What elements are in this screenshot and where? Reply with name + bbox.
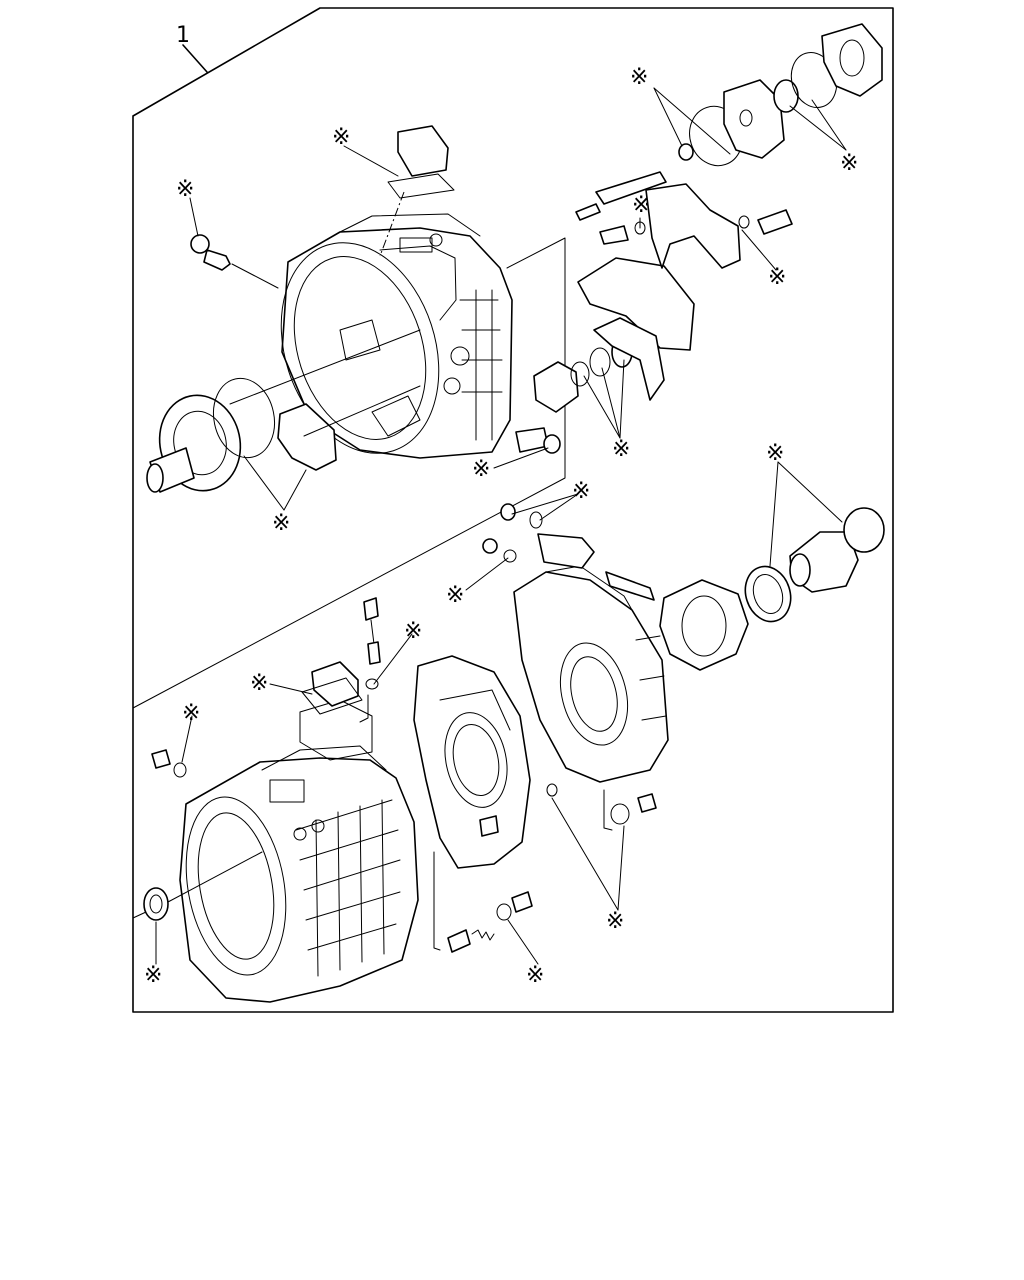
o-ring-rear [546,783,558,797]
drain-plug-right [610,793,657,825]
rear-housing [513,565,669,783]
front-gasket-ring [212,377,276,459]
callout-symbol: ※ [766,441,784,466]
callout-symbol: ※ [472,457,490,482]
callout-symbol: ※ [272,511,290,536]
output-shaft [482,503,655,601]
callout-leaders [155,87,847,965]
housing-bushing [515,427,561,454]
upper-bushings [190,234,279,289]
callout-symbol: ※ [768,265,786,290]
rear-cover-top [678,23,883,167]
callout-symbol: ※ [446,583,464,608]
drain-plug-left [151,749,187,778]
top-cover-gasket [387,173,455,199]
input-shaft-cover [146,394,242,493]
top-cover-plate [397,125,449,177]
callout-symbol: ※ [404,619,422,644]
coupling-flange [533,336,633,413]
assembly-number-label: 1 [176,23,190,48]
plunger-spring-set [447,891,533,953]
callout-symbol: ※ [840,151,858,176]
callout-symbol: ※ [606,909,624,934]
callout-symbol: ※ [630,65,648,90]
front-cover-plate [277,403,337,471]
callout-symbols: ※ ※ ※ ※ ※ ※ ※ ※ ※ ※ ※ ※ ※ ※ ※ ※ ※ ※ [144,65,858,988]
callout-symbol: ※ [176,177,194,202]
callout-symbol: ※ [632,193,650,218]
output-flange [789,507,885,593]
clutch-housing [280,213,513,459]
output-bearing [744,565,792,623]
callout-symbol: ※ [182,701,200,726]
rear-output-cover [659,579,749,671]
callout-symbol: ※ [144,963,162,988]
sensor-assembly [301,597,381,715]
callout-symbol: ※ [332,125,350,150]
intermediate-plate [413,655,531,869]
oil-seal-front [143,851,263,921]
main-gearbox-housing [179,699,419,1003]
callout-symbol: ※ [526,963,544,988]
callout-symbol: ※ [572,479,590,504]
shift-mechanism [575,171,793,401]
sub-bracket-lines [132,237,613,951]
callout-symbol: ※ [612,437,630,462]
callout-symbol: ※ [250,671,268,696]
